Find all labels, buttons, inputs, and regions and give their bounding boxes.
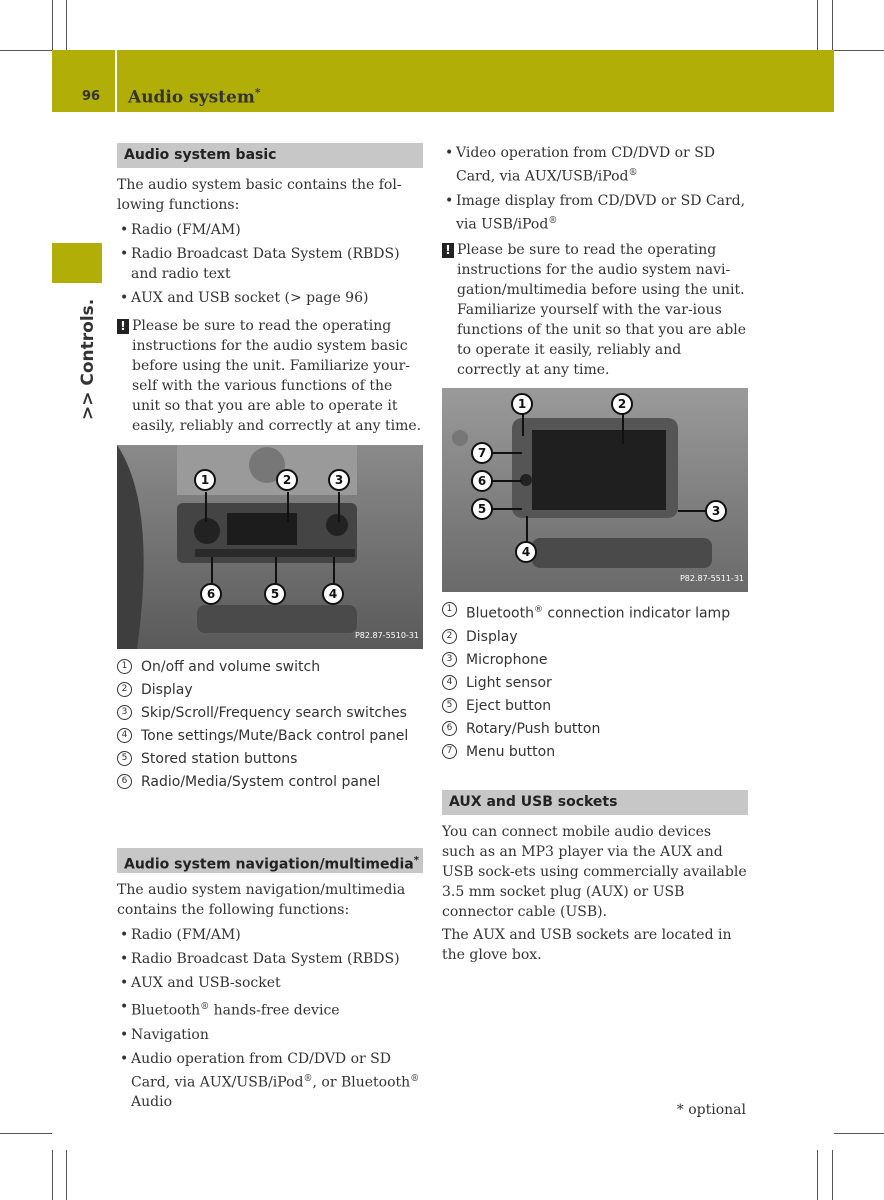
callout-1: 1 [511,393,533,416]
crop-mark [817,1150,818,1200]
callout-4: 4 [322,583,344,605]
audio-nav-feature-list-cont: Video operation from CD/DVD or SD Card, … [442,143,748,234]
list-item: AUX and USB-socket [117,973,423,993]
callout-4: 4 [515,541,537,564]
callout-leader [522,414,524,437]
right-column-lower: AUX and USB sockets You can connect mobi… [442,790,748,965]
crop-mark [832,0,833,50]
page-number: 96 [82,89,101,104]
crop-mark [52,0,53,50]
callout-3: 3 [328,469,350,491]
callout-leader [622,414,624,445]
section-heading-audio-nav: Audio system navigation/multimedia* [117,848,423,873]
photo-reference-code: P82.87-5510-31 [354,631,419,640]
callout-leader [338,492,340,522]
crop-mark [0,1133,52,1134]
page-header-bar [52,50,834,112]
left-column-lower: Audio system navigation/multimedia* The … [117,848,423,1116]
crop-mark [52,1150,53,1200]
warning-icon: ! [442,243,454,259]
callout-5: 5 [471,498,493,521]
page-title: Audio system* [128,86,261,108]
list-item: Radio Broadcast Data System (RBDS) and r… [117,244,423,284]
list-item: Video operation from CD/DVD or SD Card, … [442,143,748,187]
audio-nav-photo: 1 2 3 4 5 6 7 P82.87-5511-31 [442,388,748,593]
callout-leader [287,492,289,522]
audio-basic-photo: 1 2 3 6 5 4 P82.87-5510-31 [117,445,423,649]
left-column: Audio system basic The audio system basi… [117,143,423,795]
callout-leader [492,480,522,483]
callout-5: 5 [264,583,286,605]
section-heading-audio-basic: Audio system basic [117,143,423,168]
list-item: Image display from CD/DVD or SD Card, vi… [442,191,748,235]
crop-mark [832,1150,833,1200]
callout-1: 1 [194,469,216,491]
list-item: Radio (FM/AM) [117,220,423,240]
callout-3: 3 [705,500,727,523]
header-divider [115,50,117,112]
section-tab-label: >> Controls. [78,298,98,420]
warning-note-text: Please be sure to read the operating ins… [457,242,747,379]
list-item: Radio Broadcast Data System (RBDS) [117,949,423,969]
callout-2: 2 [276,469,298,491]
section-heading-aux-usb: AUX and USB sockets [442,790,748,815]
audio-basic-feature-list: Radio (FM/AM) Radio Broadcast Data Syste… [117,220,423,308]
audio-basic-intro: The audio system basic contains the fol-… [117,177,402,213]
aux-usb-para-2: The AUX and USB sockets are located in t… [442,927,732,963]
crop-mark [817,0,818,50]
callout-leader [492,452,522,455]
list-item: Navigation [117,1025,423,1045]
right-column: Video operation from CD/DVD or SD Card, … [442,143,748,765]
crop-mark [834,50,884,51]
audio-basic-illustration [117,445,423,649]
callout-2: 2 [611,393,633,416]
audio-nav-feature-list: Radio (FM/AM) Radio Broadcast Data Syste… [117,925,423,1112]
callout-leader [678,510,706,513]
warning-note: ! Please be sure to read the operating i… [442,240,748,380]
callout-leader [333,557,335,585]
callout-leader [275,557,277,585]
callout-leader [205,492,207,522]
crop-mark [66,0,67,50]
list-item: Audio operation from CD/DVD or SD Card, … [117,1049,423,1113]
callout-6: 6 [200,583,222,605]
list-item: AUX and USB socket (> page 96) [117,288,423,308]
optional-footnote: * optional [676,1102,746,1118]
callout-leader [492,508,522,511]
aux-usb-para-1: You can connect mobile audio devices suc… [442,824,747,920]
section-tab-marker [52,243,102,283]
callout-6: 6 [471,470,493,493]
audio-nav-illustration [442,388,748,593]
photo-reference-code: P82.87-5511-31 [679,574,744,584]
warning-note: ! Please be sure to read the operating i… [117,316,423,436]
callout-leader [211,557,213,585]
crop-mark [834,1133,884,1134]
list-item: Radio (FM/AM) [117,925,423,945]
callout-leader [526,516,528,547]
warning-icon: ! [117,319,129,334]
crop-mark [0,50,52,51]
warning-note-text: Please be sure to read the operating ins… [132,318,422,434]
callout-7: 7 [471,442,493,465]
crop-mark [66,1150,67,1200]
list-item: Bluetooth® hands-free device [117,997,423,1021]
audio-nav-intro: The audio system navigation/multimedia c… [117,882,406,918]
